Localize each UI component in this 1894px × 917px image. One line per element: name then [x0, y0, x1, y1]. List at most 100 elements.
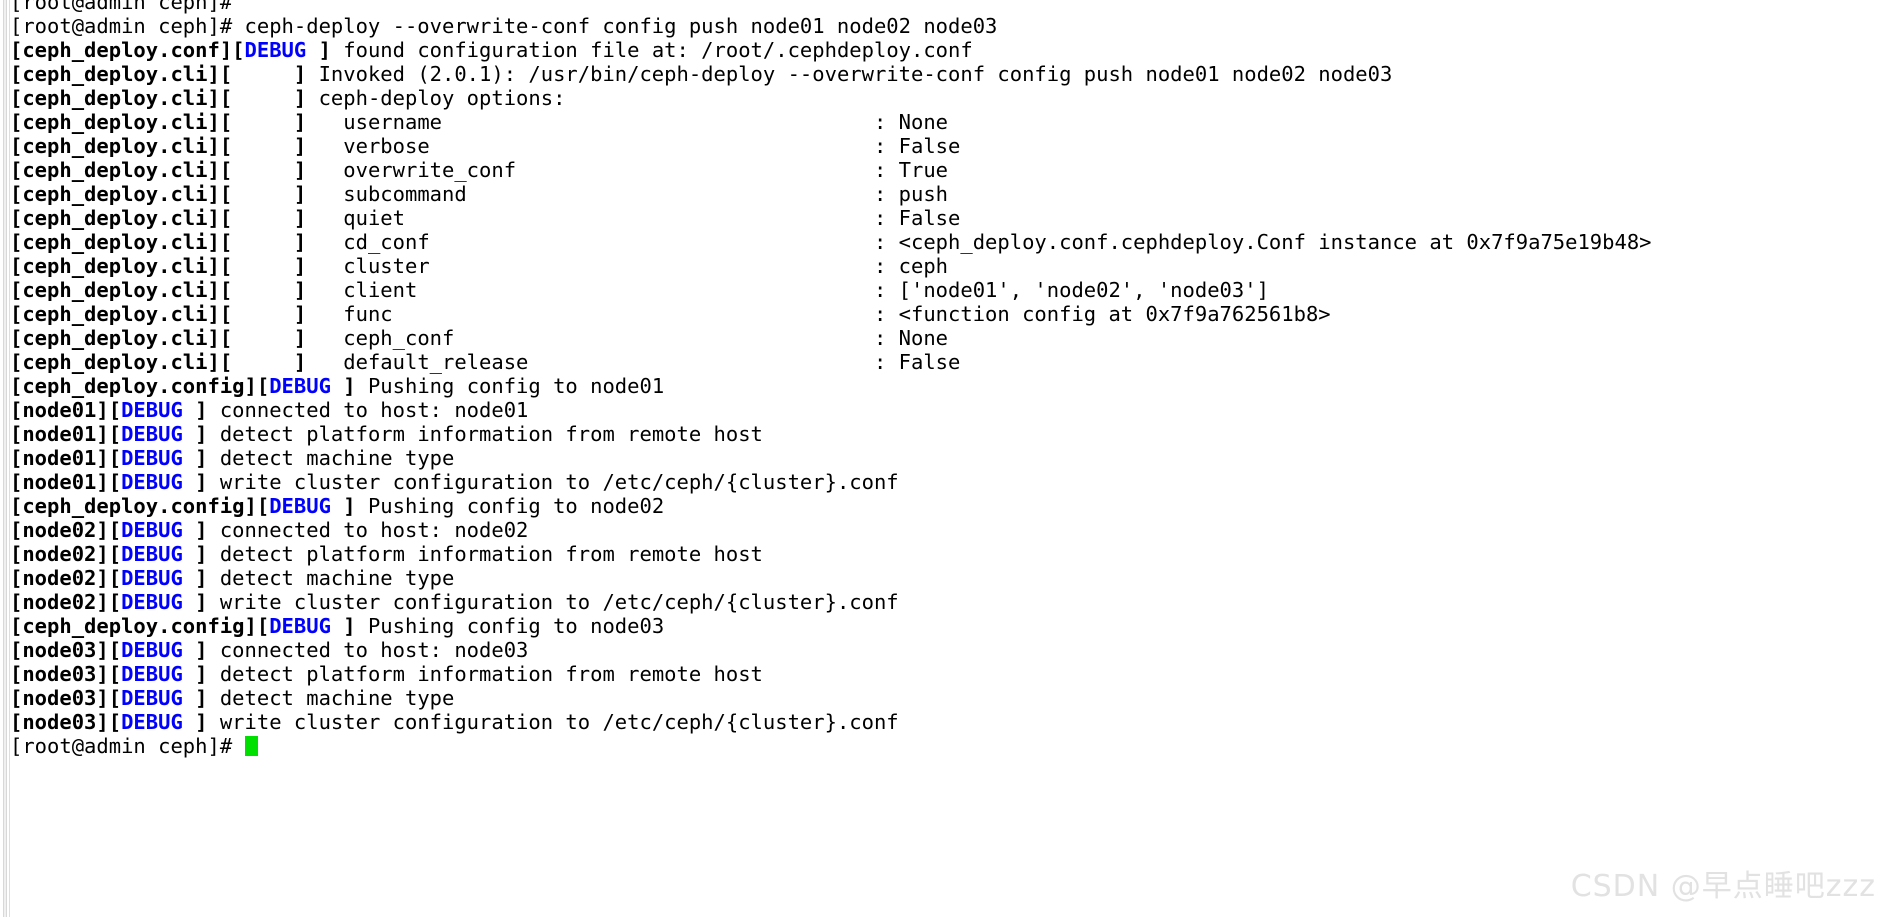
bracket-mid: ][: [96, 662, 122, 686]
bracket-open: [: [10, 398, 23, 422]
bracket-mid: ][: [207, 326, 233, 350]
log-level: [232, 254, 294, 278]
log-tag: node01: [22, 422, 97, 446]
log-level: DEBUG: [121, 638, 183, 662]
log-message: detect machine type: [207, 686, 455, 710]
bracket-close: ]: [330, 614, 356, 638]
bracket-open: [: [10, 326, 23, 350]
bracket-close: ]: [293, 278, 307, 302]
log-level: [232, 278, 294, 302]
terminal-line: [ceph_deploy.cli][ ] default_release : F…: [10, 350, 1894, 374]
terminal-line: [ceph_deploy.conf][DEBUG ] found configu…: [10, 38, 1894, 62]
terminal-line: [node01][DEBUG ] write cluster configura…: [10, 470, 1894, 494]
bracket-close: ]: [293, 254, 307, 278]
bracket-close: ]: [293, 206, 307, 230]
log-message: detect platform information from remote …: [207, 542, 763, 566]
bracket-close: ]: [293, 350, 307, 374]
bracket-mid: ][: [96, 686, 122, 710]
bracket-open: [: [10, 110, 23, 134]
bracket-mid: ][: [96, 518, 122, 542]
terminal-line: [node02][DEBUG ] detect platform informa…: [10, 542, 1894, 566]
bracket-mid: ][: [207, 158, 233, 182]
bracket-open: [: [10, 302, 23, 326]
log-level: DEBUG: [269, 374, 331, 398]
bracket-open: [: [10, 422, 23, 446]
log-message: Pushing config to node01: [355, 374, 665, 398]
scrollbar-track[interactable]: [3, 0, 7, 917]
bracket-open: [: [10, 38, 23, 62]
log-level: DEBUG: [121, 686, 183, 710]
terminal-line: [node01][DEBUG ] detect machine type: [10, 446, 1894, 470]
bracket-open: [: [10, 638, 23, 662]
log-message: found configuration file at: /root/.ceph…: [330, 38, 973, 62]
bracket-mid: ][: [207, 206, 233, 230]
bracket-close: ]: [293, 158, 307, 182]
log-level: DEBUG: [121, 446, 183, 470]
terminal-output[interactable]: [root@admin ceph]#[root@admin ceph]# cep…: [10, 0, 1894, 758]
terminal-line: [root@admin ceph]# ceph-deploy --overwri…: [10, 14, 1894, 38]
log-level: DEBUG: [121, 590, 183, 614]
log-message: connected to host: node02: [207, 518, 529, 542]
log-tag: ceph_deploy.cli: [22, 278, 208, 302]
bracket-open: [: [10, 446, 23, 470]
terminal-line: [root@admin ceph]#: [10, 734, 1894, 758]
log-tag: ceph_deploy.cli: [22, 110, 208, 134]
log-option: func : <function config at 0x7f9a762561b…: [306, 302, 1331, 326]
bracket-mid: ][: [96, 638, 122, 662]
bracket-close: ]: [182, 590, 208, 614]
log-tag: ceph_deploy.cli: [22, 350, 208, 374]
window-left-gutter: [0, 0, 10, 917]
bracket-close: ]: [182, 542, 208, 566]
log-message: connected to host: node01: [207, 398, 529, 422]
bracket-close: ]: [293, 230, 307, 254]
shell-prompt: [root@admin ceph]#: [10, 0, 233, 14]
bracket-close: ]: [293, 182, 307, 206]
bracket-close: ]: [182, 398, 208, 422]
log-level: [232, 182, 294, 206]
bracket-close: ]: [182, 446, 208, 470]
bracket-mid: ][: [96, 470, 122, 494]
bracket-mid: ][: [207, 230, 233, 254]
terminal-line: [ceph_deploy.cli][ ] subcommand : push: [10, 182, 1894, 206]
bracket-mid: ][: [96, 542, 122, 566]
terminal-line: [ceph_deploy.cli][ ] func : <function co…: [10, 302, 1894, 326]
log-option: username : None: [306, 110, 949, 134]
terminal-line: [ceph_deploy.config][DEBUG ] Pushing con…: [10, 494, 1894, 518]
terminal-line: [node01][DEBUG ] connected to host: node…: [10, 398, 1894, 422]
terminal-line: [node03][DEBUG ] detect platform informa…: [10, 662, 1894, 686]
log-message: detect platform information from remote …: [207, 662, 763, 686]
bracket-mid: ][: [207, 350, 233, 374]
log-message: Invoked (2.0.1): /usr/bin/ceph-deploy --…: [306, 62, 1393, 86]
bracket-close: ]: [306, 38, 331, 62]
log-tag: ceph_deploy.cli: [22, 134, 208, 158]
log-level: [232, 350, 294, 374]
terminal-line: [ceph_deploy.cli][ ] ceph_conf : None: [10, 326, 1894, 350]
bracket-mid: ][: [219, 38, 245, 62]
bracket-close: ]: [293, 302, 307, 326]
log-level: DEBUG: [244, 38, 307, 62]
shell-command: [232, 734, 244, 758]
bracket-close: ]: [293, 110, 307, 134]
log-level: DEBUG: [269, 494, 331, 518]
log-tag: node02: [22, 518, 97, 542]
log-tag: node03: [22, 710, 97, 734]
terminal-line: [ceph_deploy.cli][ ] cd_conf : <ceph_dep…: [10, 230, 1894, 254]
log-message: Pushing config to node03: [355, 614, 665, 638]
bracket-close: ]: [293, 86, 307, 110]
bracket-mid: ][: [96, 446, 122, 470]
log-level: [232, 302, 294, 326]
log-level: [232, 134, 294, 158]
bracket-mid: ][: [96, 566, 122, 590]
log-level: DEBUG: [121, 566, 183, 590]
bracket-open: [: [10, 62, 23, 86]
bracket-open: [: [10, 710, 23, 734]
log-level: DEBUG: [121, 470, 183, 494]
terminal-line: [ceph_deploy.cli][ ] cluster : ceph: [10, 254, 1894, 278]
bracket-mid: ][: [207, 302, 233, 326]
log-tag: ceph_deploy.cli: [22, 182, 208, 206]
csdn-watermark: CSDN @早点睡吧zzz: [1570, 869, 1876, 904]
bracket-open: [: [10, 542, 23, 566]
terminal-line: [ceph_deploy.cli][ ] quiet : False: [10, 206, 1894, 230]
log-message: write cluster configuration to /etc/ceph…: [207, 590, 899, 614]
log-message: connected to host: node03: [207, 638, 529, 662]
